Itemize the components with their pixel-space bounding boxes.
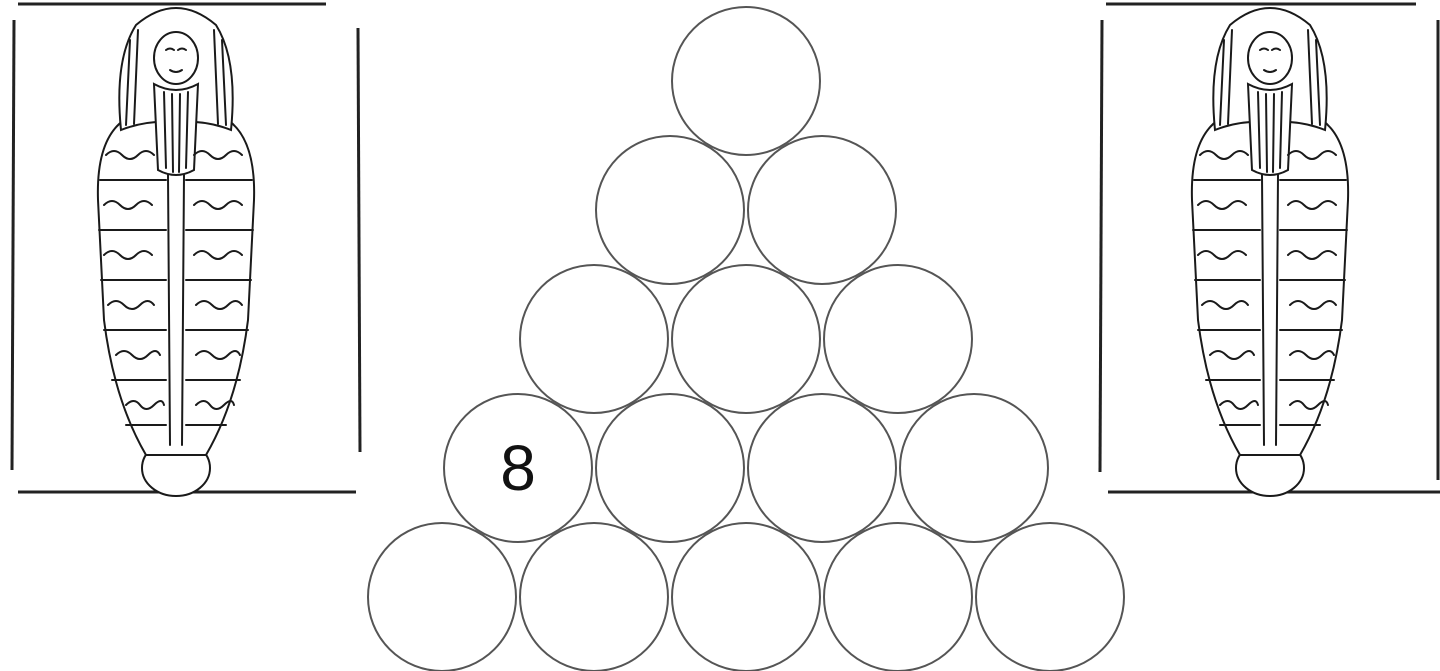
pyramid-circle[interactable] <box>596 394 744 542</box>
pyramid-cell[interactable] <box>900 394 1048 542</box>
pyramid-cell[interactable]: 8 <box>444 394 592 542</box>
pyramid-cell[interactable] <box>672 523 820 671</box>
pyramid-cell[interactable] <box>976 523 1124 671</box>
pyramid-circle[interactable] <box>976 523 1124 671</box>
pyramid-circle[interactable] <box>824 265 972 413</box>
pyramid-circle[interactable] <box>520 265 668 413</box>
pyramid-cell[interactable] <box>520 523 668 671</box>
pyramid-circle[interactable] <box>672 523 820 671</box>
pyramid-cell[interactable] <box>596 136 744 284</box>
pyramid-cell[interactable] <box>672 265 820 413</box>
sarcophagus-icon <box>1192 8 1348 496</box>
pyramid-circle[interactable] <box>748 394 896 542</box>
pyramid-cell[interactable] <box>672 7 820 155</box>
pyramid-cell[interactable] <box>748 394 896 542</box>
pyramid-cell[interactable] <box>368 523 516 671</box>
sarcophagus-icon <box>98 8 254 496</box>
pyramid-cell[interactable] <box>596 394 744 542</box>
pyramid-cell[interactable] <box>748 136 896 284</box>
number-pyramid: 8 <box>368 7 1124 671</box>
pyramid-circle[interactable] <box>748 136 896 284</box>
pyramid-circle[interactable] <box>672 7 820 155</box>
pyramid-circle[interactable] <box>368 523 516 671</box>
pyramid-cell[interactable] <box>824 265 972 413</box>
pyramid-circle[interactable] <box>596 136 744 284</box>
pyramid-cell-value: 8 <box>500 432 536 504</box>
pyramid-circle[interactable] <box>672 265 820 413</box>
pyramid-circle[interactable] <box>824 523 972 671</box>
pyramid-circle[interactable] <box>520 523 668 671</box>
pyramid-cell[interactable] <box>520 265 668 413</box>
pyramid-cell[interactable] <box>824 523 972 671</box>
pyramid-circle[interactable] <box>900 394 1048 542</box>
